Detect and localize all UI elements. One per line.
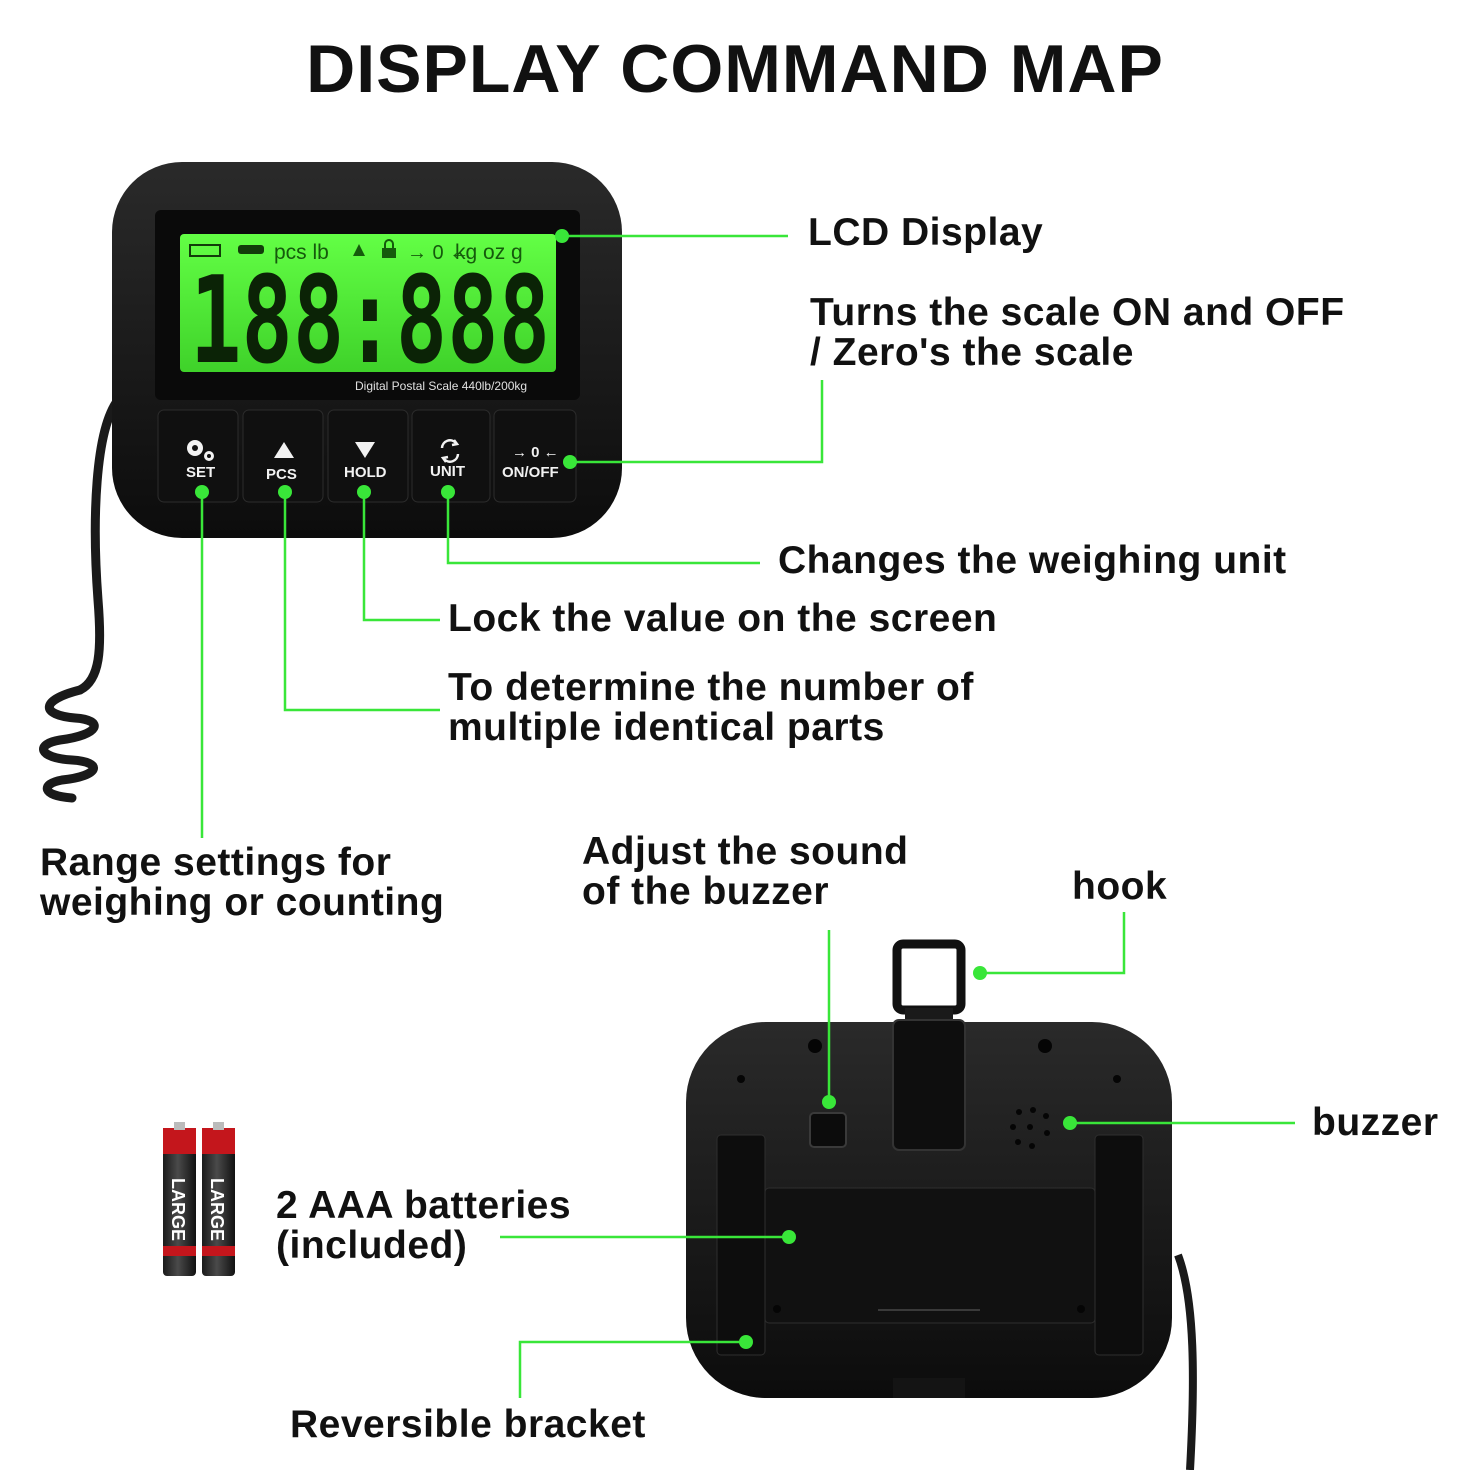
onoff-button[interactable] bbox=[493, 409, 577, 503]
coiled-cable bbox=[39, 395, 123, 803]
callout-dots bbox=[195, 229, 1077, 1349]
label-onoff-line2: / Zero's the scale bbox=[810, 331, 1134, 374]
lcd-digits: 188:888 bbox=[190, 252, 550, 391]
zero-arrows-icon: → 0 ← bbox=[512, 444, 559, 461]
label-sound-line1: Adjust the sound bbox=[582, 830, 909, 873]
lock-icon bbox=[382, 248, 396, 258]
label-pcs-line2: multiple identical parts bbox=[448, 706, 885, 749]
back-cable bbox=[1174, 1253, 1197, 1470]
label-set-line2: weighing or counting bbox=[40, 881, 445, 924]
set-button-label: SET bbox=[186, 464, 215, 481]
hold-button-label: HOLD bbox=[344, 464, 387, 481]
label-unit: Changes the weighing unit bbox=[778, 539, 1287, 582]
model-text: Digital Postal Scale 440lb/200kg bbox=[355, 379, 527, 393]
lcd-units: kg oz g bbox=[455, 241, 523, 264]
bracket-right bbox=[1094, 1134, 1144, 1356]
speaker-holes bbox=[1010, 1107, 1050, 1149]
label-onoff-line1: Turns the scale ON and OFF bbox=[810, 291, 1345, 334]
label-batteries-line1: 2 AAA batteries bbox=[276, 1184, 572, 1227]
scale-back bbox=[686, 939, 1197, 1470]
page-title: DISPLAY COMMAND MAP bbox=[306, 31, 1164, 107]
battery-indicator-icon bbox=[189, 244, 221, 257]
hook-frame bbox=[892, 939, 966, 1015]
label-buzzer: buzzer bbox=[1312, 1101, 1439, 1144]
hold-button[interactable] bbox=[327, 409, 409, 503]
bracket-left bbox=[716, 1134, 766, 1356]
pcs-button-label: PCS bbox=[266, 466, 297, 483]
battery-cover bbox=[764, 1187, 1096, 1324]
unit-button[interactable] bbox=[411, 409, 491, 503]
label-bracket: Reversible bracket bbox=[290, 1403, 646, 1446]
label-batteries-line2: (included) bbox=[276, 1224, 468, 1267]
lcd-screen bbox=[180, 234, 556, 372]
label-hold: Lock the value on the screen bbox=[448, 597, 998, 640]
callout-lines bbox=[200, 234, 1295, 1398]
onoff-button-label: ON/OFF bbox=[502, 464, 559, 481]
tare-icon bbox=[353, 244, 365, 256]
battery-brand: LARGE bbox=[207, 1178, 227, 1241]
sound-switch bbox=[809, 1112, 847, 1148]
triangle-up-icon bbox=[274, 442, 294, 458]
lcd-zero-indicator: → 0 ← bbox=[407, 242, 469, 264]
button-row: → 0 ← SET PCS HOLD UNIT ON/OFF bbox=[157, 409, 577, 503]
label-sound-line2: of the buzzer bbox=[582, 870, 829, 913]
swap-icon bbox=[440, 439, 460, 463]
label-pcs-line1: To determine the number of bbox=[448, 666, 974, 709]
set-button[interactable] bbox=[157, 409, 239, 503]
batteries-image: LARGE LARGE bbox=[163, 1122, 235, 1276]
label-hook: hook bbox=[1072, 865, 1168, 908]
battery-1: LARGE bbox=[163, 1122, 196, 1276]
battery-2: LARGE bbox=[202, 1122, 235, 1276]
lcd-indicators: pcs lb bbox=[274, 241, 329, 264]
low-battery-indicator-icon bbox=[238, 245, 264, 254]
triangle-down-icon bbox=[355, 442, 375, 458]
label-set-line1: Range settings for bbox=[40, 841, 392, 884]
gear-icon bbox=[187, 440, 214, 461]
unit-button-label: UNIT bbox=[430, 463, 465, 480]
hook-slot bbox=[892, 1019, 966, 1151]
battery-brand: LARGE bbox=[168, 1178, 188, 1241]
display-unit: pcs lb → 0 ← kg oz g 188:888 Digital Pos… bbox=[112, 162, 622, 538]
label-lcd-display: LCD Display bbox=[808, 211, 1044, 254]
